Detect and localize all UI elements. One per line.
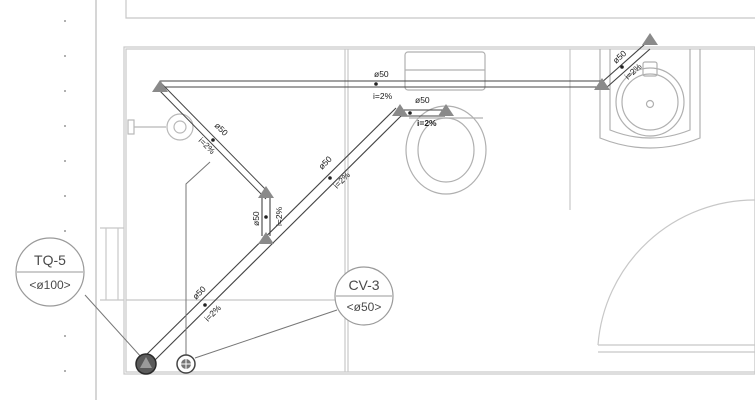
diag-upper-size: ø50 bbox=[316, 154, 334, 172]
left-branch-size: ø50 bbox=[213, 120, 231, 138]
basin-branch-size: ø50 bbox=[611, 48, 629, 65]
basin-branch-slope: i=2% bbox=[623, 61, 644, 82]
pipe-labels: ø50 i=2% ø50 i=2% ø50 i=2% ø50 i=2% ø50 … bbox=[190, 48, 644, 323]
flow-markers bbox=[152, 33, 658, 244]
leaders bbox=[84, 161, 338, 362]
drain-tq5 bbox=[135, 353, 157, 375]
pipes bbox=[142, 43, 651, 365]
tag-cv3-code: CV-3 bbox=[348, 277, 379, 293]
vertical-slope: i=2% bbox=[274, 206, 284, 226]
shower-fixture bbox=[127, 113, 194, 141]
toilet-fixture bbox=[404, 51, 487, 195]
wc-branch-size: ø50 bbox=[415, 95, 430, 105]
tag-cv3-spec: <ø50> bbox=[347, 300, 382, 314]
drain-cv3 bbox=[176, 354, 196, 374]
tag-cv3: CV-3 <ø50> bbox=[334, 266, 394, 326]
top-run-size: ø50 bbox=[374, 69, 389, 79]
tag-tq5: TQ-5 <ø100> bbox=[15, 237, 85, 307]
top-run-slope: i=2% bbox=[373, 91, 393, 101]
basin-fixture bbox=[599, 49, 701, 149]
wc-branch-slope: i=2% bbox=[417, 118, 437, 128]
walls bbox=[100, 0, 755, 375]
left-branch-slope: i=2% bbox=[197, 135, 218, 156]
door-swing bbox=[597, 199, 755, 353]
diag-lower-size: ø50 bbox=[190, 284, 208, 302]
diag-upper-slope: i=2% bbox=[331, 169, 352, 190]
vertical-size: ø50 bbox=[251, 211, 261, 226]
margin-ticks bbox=[64, 20, 66, 372]
tag-tq5-code: TQ-5 bbox=[34, 252, 66, 268]
tag-tq5-spec: <ø100> bbox=[29, 278, 70, 292]
